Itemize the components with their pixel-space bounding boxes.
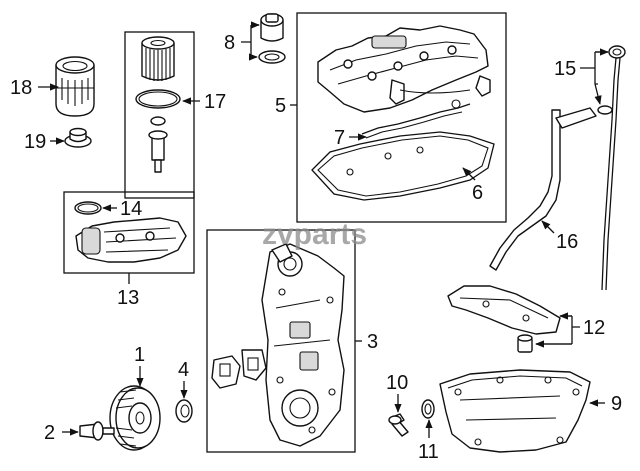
leader-8 bbox=[241, 24, 259, 57]
valve-cover-part bbox=[317, 25, 491, 113]
strainer-pickup-part bbox=[517, 334, 533, 353]
valve-cover-gasket-part bbox=[311, 131, 495, 201]
watermark-logo: zvparts bbox=[262, 218, 367, 251]
callout-16: 16 bbox=[556, 231, 578, 253]
callout-3: 3 bbox=[367, 331, 378, 353]
oil-filter-cap-part bbox=[55, 56, 95, 117]
dipstick-part bbox=[601, 45, 626, 291]
callout-19: 19 bbox=[24, 131, 46, 153]
cover-gasket-small-part bbox=[211, 349, 267, 389]
drain-gasket-part bbox=[421, 399, 435, 419]
callout-13: 13 bbox=[117, 287, 139, 309]
callout-14: 14 bbox=[120, 198, 142, 220]
callout-17: 17 bbox=[204, 91, 226, 113]
leader-15b bbox=[594, 83, 602, 105]
callout-1: 1 bbox=[134, 344, 145, 366]
crank-seal-part bbox=[175, 399, 193, 423]
pulley-bolt-part bbox=[79, 421, 115, 441]
dipstick-o-ring-part bbox=[597, 105, 613, 115]
callout-12: 12 bbox=[583, 317, 605, 339]
callout-9: 9 bbox=[611, 393, 622, 415]
tube-gasket-part bbox=[361, 99, 471, 139]
cooler-seal-part bbox=[74, 201, 102, 215]
callout-4: 4 bbox=[178, 359, 189, 381]
callout-11: 11 bbox=[418, 441, 439, 463]
callout-2: 2 bbox=[44, 422, 55, 444]
oil-pan-bolt-part bbox=[388, 413, 409, 437]
callout-15: 15 bbox=[554, 58, 576, 80]
leader-12 bbox=[536, 315, 580, 345]
callout-8: 8 bbox=[224, 32, 235, 54]
oil-pan-part bbox=[439, 369, 591, 453]
oil-filter-element-part bbox=[141, 36, 175, 81]
drain-plug-part bbox=[64, 127, 92, 148]
callout-5: 5 bbox=[275, 95, 286, 117]
oil-filter-group-box bbox=[124, 31, 195, 199]
leader-6 bbox=[462, 167, 476, 181]
dipstick-tube-part bbox=[489, 107, 597, 271]
oil-strainer-part bbox=[447, 285, 561, 335]
callout-6: 6 bbox=[472, 182, 483, 204]
drain-valve-part bbox=[148, 116, 168, 173]
callout-10: 10 bbox=[386, 372, 408, 394]
oil-cooler-part bbox=[75, 217, 187, 263]
callout-7: 7 bbox=[334, 127, 345, 149]
filter-o-ring-part bbox=[135, 89, 181, 109]
leader-15 bbox=[580, 51, 608, 85]
crankshaft-pulley-part bbox=[109, 385, 161, 451]
callout-18: 18 bbox=[10, 77, 32, 99]
oil-filler-cap-part bbox=[260, 13, 284, 42]
filler-cap-seal-part bbox=[258, 50, 286, 64]
timing-cover-part bbox=[261, 243, 345, 447]
valve-cover-group-box bbox=[296, 12, 507, 223]
leader-16 bbox=[541, 220, 555, 234]
